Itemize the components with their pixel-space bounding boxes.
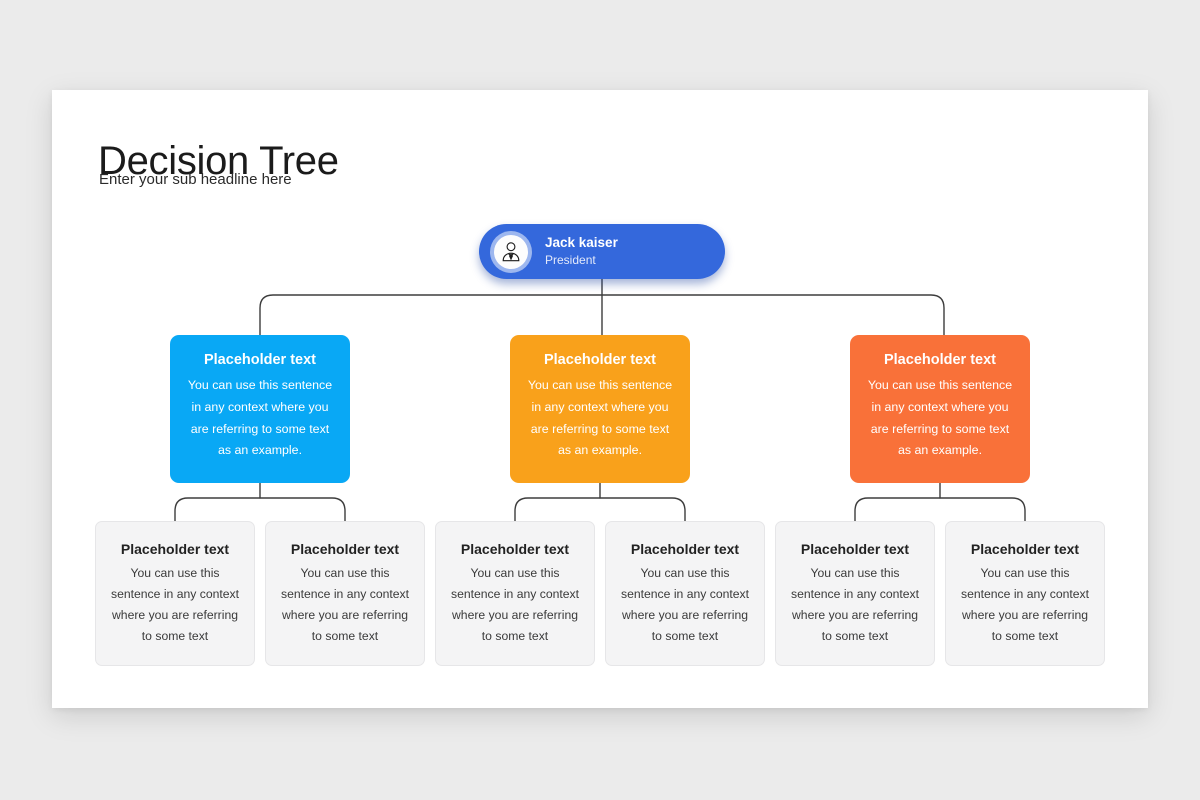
page-title: Decision Tree — [98, 138, 339, 183]
avatar-disc — [494, 234, 528, 269]
leaf-body-line: sentence in any context — [620, 587, 750, 601]
branch-card-title: Placeholder text — [883, 352, 996, 368]
branch-body-line: You can use this sentence — [187, 378, 333, 392]
leaf-card-body: You can use this sentence in any context… — [606, 563, 764, 647]
leaf-body-line: You can use this — [130, 566, 220, 580]
branch-body-line: as an example. — [557, 443, 643, 458]
leaf-body-line: to some text — [481, 629, 549, 643]
businessman-avatar-icon — [502, 241, 520, 261]
branch-card-title: Placeholder text — [543, 352, 656, 368]
leaf-card-1[interactable]: Placeholder text You can use this senten… — [95, 521, 255, 666]
branch-card-1[interactable]: Placeholder text You can use this senten… — [170, 335, 350, 483]
leaf-card-6[interactable]: Placeholder text You can use this senten… — [945, 521, 1105, 666]
branch-body-line: as an example. — [217, 443, 303, 458]
branch-card-3[interactable]: Placeholder text You can use this senten… — [850, 335, 1030, 483]
root-node-president[interactable]: Jack kaiser President — [479, 224, 725, 279]
branch-body-line: are referring to some text — [190, 421, 330, 436]
leaf-body-line: sentence in any context — [450, 587, 580, 601]
leaf-card-title: Placeholder text — [290, 541, 400, 557]
leaf-body-line: sentence in any context — [960, 587, 1090, 601]
leaf-body-line: You can use this — [980, 566, 1070, 580]
leaf-body-line: where you are referring — [622, 608, 748, 622]
leaf-card-body: You can use this sentence in any context… — [96, 563, 254, 647]
leaf-card-5[interactable]: Placeholder text You can use this senten… — [775, 521, 935, 666]
leaf-body-line: to some text — [651, 629, 719, 643]
avatar — [490, 230, 532, 273]
leaf-body-line: You can use this — [810, 566, 900, 580]
branch-body-line: in any context where you — [191, 399, 329, 414]
leaf-body-line: to some text — [141, 629, 209, 643]
branch-body-line: in any context where you — [531, 399, 669, 414]
leaf-card-title: Placeholder text — [460, 541, 570, 557]
leaf-card-title: Placeholder text — [800, 541, 910, 557]
leaf-body-line: where you are referring — [962, 608, 1088, 622]
leaf-body-line: You can use this — [300, 566, 390, 580]
leaf-body-line: sentence in any context — [280, 587, 410, 601]
leaf-body-line: sentence in any context — [790, 587, 920, 601]
branch-body-line: as an example. — [897, 443, 983, 458]
branch-card-body: You can use this sentence in any context… — [850, 375, 1030, 462]
leaf-card-body: You can use this sentence in any context… — [436, 563, 594, 647]
branch-card-body: You can use this sentence in any context… — [170, 375, 350, 462]
branch-body-line: are referring to some text — [530, 421, 670, 436]
page-subtitle: Enter your sub headline here — [99, 171, 292, 188]
leaf-card-body: You can use this sentence in any context… — [776, 563, 934, 647]
leaf-body-line: where you are referring — [792, 608, 918, 622]
branch-card-2[interactable]: Placeholder text You can use this senten… — [510, 335, 690, 483]
branch-body-line: are referring to some text — [870, 421, 1010, 436]
leaf-body-line: where you are referring — [112, 608, 238, 622]
leaf-body-line: to some text — [311, 629, 379, 643]
leaf-body-line: to some text — [821, 629, 889, 643]
leaf-body-line: You can use this — [640, 566, 730, 580]
branch-body-line: You can use this sentence — [867, 378, 1013, 392]
leaf-card-4[interactable]: Placeholder text You can use this senten… — [605, 521, 765, 666]
root-node-name: Jack kaiser — [545, 235, 618, 251]
leaf-body-line: You can use this — [470, 566, 560, 580]
leaf-card-title: Placeholder text — [120, 541, 230, 557]
branch-body-line: in any context where you — [871, 399, 1009, 414]
leaf-card-3[interactable]: Placeholder text You can use this senten… — [435, 521, 595, 666]
leaf-body-line: where you are referring — [282, 608, 408, 622]
leaf-card-title: Placeholder text — [970, 541, 1080, 557]
leaf-card-title: Placeholder text — [630, 541, 740, 557]
leaf-card-2[interactable]: Placeholder text You can use this senten… — [265, 521, 425, 666]
leaf-card-body: You can use this sentence in any context… — [266, 563, 424, 647]
slide-canvas: Decision Tree Enter your sub headline he… — [52, 90, 1148, 708]
leaf-body-line: where you are referring — [452, 608, 578, 622]
leaf-body-line: to some text — [991, 629, 1059, 643]
branch-card-title: Placeholder text — [203, 352, 316, 368]
leaf-card-body: You can use this sentence in any context… — [946, 563, 1104, 647]
branch-body-line: You can use this sentence — [527, 378, 673, 392]
root-node-role: President — [545, 252, 596, 267]
leaf-body-line: sentence in any context — [110, 587, 240, 601]
root-node-text: Jack kaiser President — [545, 235, 618, 268]
branch-card-body: You can use this sentence in any context… — [510, 375, 690, 462]
